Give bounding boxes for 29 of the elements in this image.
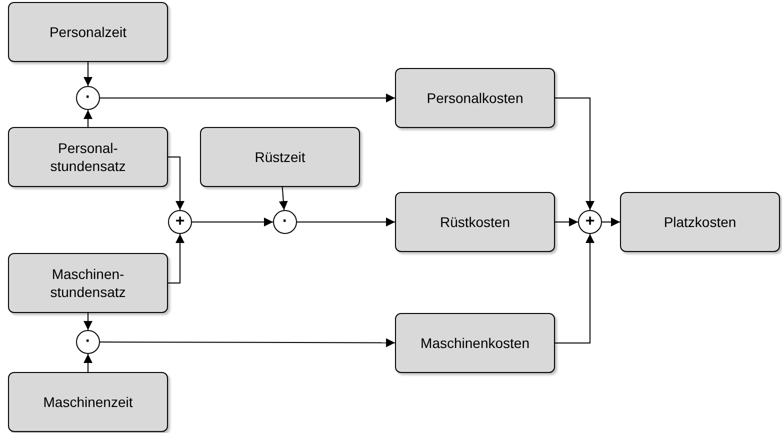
arrow (602, 218, 620, 226)
process-box: Rüstkosten (395, 192, 555, 252)
arrow (278, 186, 288, 211)
arrow (100, 338, 396, 348)
arrow (100, 94, 396, 102)
arrow (554, 98, 594, 210)
arrow (296, 218, 396, 226)
operator-circle: · (76, 330, 100, 354)
process-box: Personalzeit (8, 2, 168, 62)
process-box: Personalkosten (395, 68, 555, 128)
operator-circle: · (76, 86, 100, 110)
process-box: Rüstzeit (200, 127, 360, 187)
process-box: Platzkosten (620, 192, 780, 252)
arrow (192, 218, 274, 226)
operator-circle: + (168, 210, 192, 234)
process-box: Maschinen- stundensatz (8, 253, 168, 313)
process-box: Maschinenzeit (8, 372, 168, 432)
operator-circle: · (273, 210, 297, 234)
operator-circle: + (578, 210, 602, 234)
process-box: Personal- stundensatz (8, 127, 168, 187)
process-box: Maschinenkosten (395, 313, 555, 373)
arrow (84, 312, 92, 330)
arrow (168, 234, 184, 284)
arrow (554, 218, 578, 226)
arrow (168, 156, 184, 210)
arrow (84, 110, 92, 128)
arrow (554, 234, 594, 344)
arrow (84, 354, 92, 372)
arrow (84, 62, 92, 86)
